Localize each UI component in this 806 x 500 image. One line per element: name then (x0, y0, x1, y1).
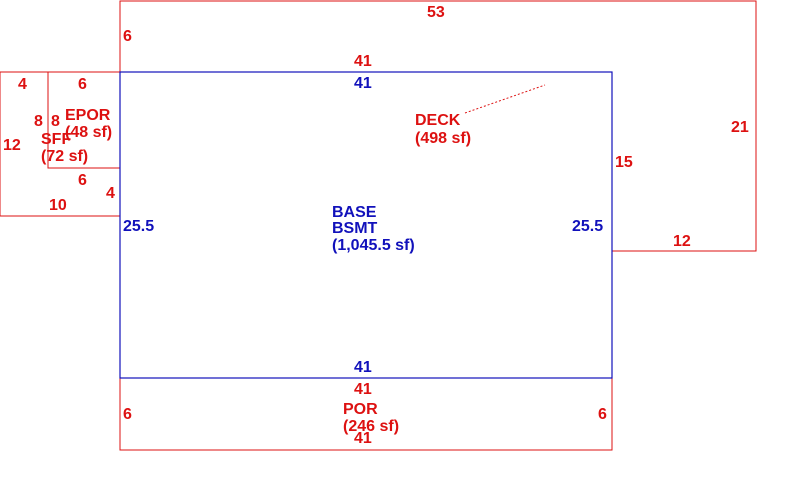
por-outline (119, 378, 613, 451)
deck-top-dim: 53 (427, 4, 445, 21)
sff-top-dim: 4 (18, 76, 27, 93)
por-area-label: (246 sf) (343, 418, 399, 435)
base-name-label-2: BSMT (332, 220, 378, 237)
por-top-dim: 41 (354, 381, 372, 398)
deck-step-dim: 15 (615, 154, 633, 171)
deck-inner-dim: 41 (354, 53, 372, 70)
epor-outline (47, 71, 120, 169)
por-right-dim: 6 (598, 406, 607, 423)
base-top-dim: 41 (354, 75, 372, 92)
sff-bottom-dim: 10 (49, 197, 67, 214)
base-right-dim: 25.5 (572, 218, 603, 235)
deck-right-dim: 21 (731, 119, 749, 136)
deck-name-label: DECK (415, 112, 461, 129)
base-outline (119, 71, 613, 379)
por-bottom-dim: 41 (354, 430, 372, 447)
deck-outline (119, 0, 757, 252)
base-bottom-dim: 41 (354, 359, 372, 376)
deck-bottom-dim: 12 (673, 233, 691, 250)
por-left-dim: 6 (123, 406, 132, 423)
base-name-label: BASE (332, 204, 377, 221)
sff-area-label: (72 sf) (41, 148, 88, 165)
deck-left-dim: 6 (123, 28, 132, 45)
epor-right-dim: 8 (34, 113, 43, 130)
por-name-label: POR (343, 401, 378, 418)
epor-name-label: EPOR (65, 107, 111, 124)
epor-left-dim: 8 (51, 113, 60, 130)
base-left-dim: 25.5 (123, 218, 154, 235)
sff-right-dim: 4 (106, 185, 115, 202)
deck-pointer (464, 84, 546, 114)
sff-name-label: SFF (41, 131, 71, 148)
epor-area-label: (48 sf) (65, 124, 112, 141)
epor-bottom-dim: 6 (78, 172, 87, 189)
deck-area-label: (498 sf) (415, 130, 471, 147)
epor-top-dim: 6 (78, 76, 87, 93)
base-area-label: (1,045.5 sf) (332, 237, 415, 254)
sff-left-dim: 12 (3, 137, 21, 154)
